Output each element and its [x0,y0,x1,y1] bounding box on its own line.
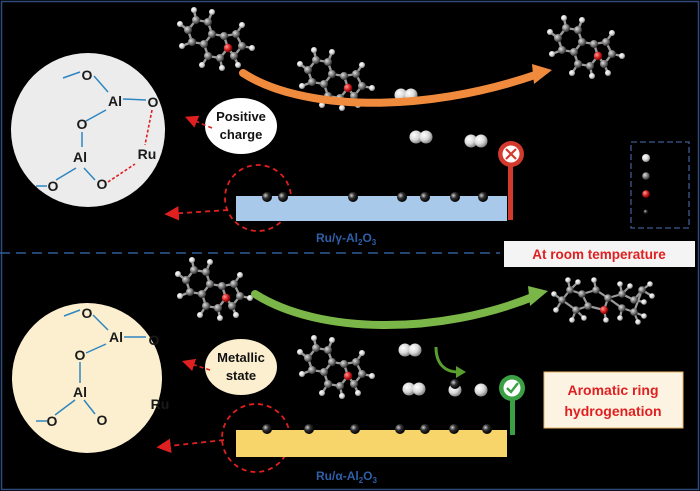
top-catalyst-label: Ru/γ-Al2O3 [316,231,377,247]
top-product-molecule [545,13,627,81]
bottom-zoom-arrow [156,438,225,453]
atom-legend [630,141,690,229]
top-zoom-arrow [164,206,229,221]
room-temperature-box [504,241,695,267]
atom-o: O [47,413,58,429]
bottom-bubble-arrow [181,358,211,372]
h2-molecule [398,343,422,357]
bottom-catalyst-label: Ru/α-Al2O3 [316,469,378,485]
atom-ru: Ru [151,396,170,412]
room-temperature-label: At room temperature [532,247,666,262]
top-reaction-arrow [239,69,542,107]
atom-o: O [97,176,108,192]
bottom-structure-bonds [36,309,146,422]
bottom-panel: O Al O O Al Ru O O Metallic state Ru/α-A… [12,255,684,485]
atom-ru: Ru [138,146,157,162]
bottom-bubble [205,339,277,395]
bottom-reaction-arrow [251,290,539,329]
dissociated-h-atoms [448,379,488,397]
atom-o: O [97,412,108,428]
bottom-bubble-line1: Metallic [217,350,265,365]
atom-al: Al [73,149,87,165]
atom-al: Al [73,384,87,400]
bottom-reaction-arrowhead [528,286,548,306]
top-ru-bonds [107,109,153,183]
top-support-slab [236,196,507,221]
atom-o: O [82,305,93,321]
cross-icon [505,148,517,160]
bottom-bubble-line2: state [226,368,256,383]
top-panel: O Al O O Al Ru O O Positive charge Ru/γ-… [11,5,695,267]
top-reactant-molecule [175,5,257,73]
top-status-pin [498,141,524,220]
top-bubble-line2: charge [220,127,263,142]
atom-o: O [82,67,93,83]
atom-al: Al [108,93,122,109]
result-box [543,371,684,429]
atom-o: O [75,347,86,363]
bottom-status-pin [499,375,525,435]
bottom-structure-circle [12,303,162,453]
atom-o: O [77,116,88,132]
atom-o: O [48,178,59,194]
h2-molecule [464,134,488,148]
top-structure-circle [11,53,165,207]
result-line2: hydrogenation [564,403,661,419]
legend-o-atom [642,190,650,198]
top-structure-bonds [36,71,147,187]
bottom-support-slab [236,430,507,457]
check-icon [506,382,519,394]
bottom-atom-labels: O Al O O Al Ru O O [47,305,170,429]
atom-o: O [148,94,159,110]
top-bubble [205,98,277,154]
legend-ru-atom [643,209,649,215]
top-bubble-arrow [185,115,213,129]
top-bubble-line1: Positive [216,109,266,124]
legend-c-atom [642,172,650,180]
bottom-product-molecule [550,276,656,326]
h2-molecule [409,130,433,144]
dissociation-arrow [434,346,459,374]
atom-al: Al [109,329,123,345]
bottom-adsorbed-molecule [295,333,377,401]
h2-molecule [402,382,426,396]
top-reaction-arrowhead [532,64,552,84]
atom-o: O [149,332,160,348]
bottom-reactant-molecule [173,255,255,323]
dissociation-arrowhead [456,366,466,378]
top-atom-labels: O Al O O Al Ru O O [48,67,159,194]
legend-h-atom [642,154,650,162]
result-line1: Aromatic ring [567,382,658,398]
